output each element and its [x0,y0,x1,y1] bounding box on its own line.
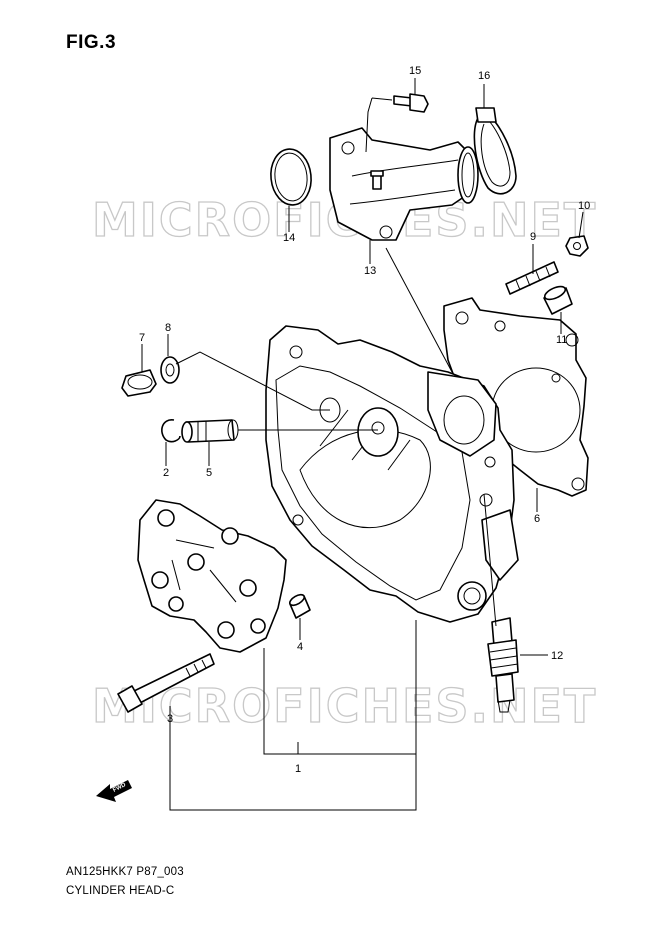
callout-10: 10 [578,200,590,212]
washer-part-8 [160,356,180,384]
callout-5: 5 [206,467,212,479]
intake-pipe-part-13 [329,127,479,241]
callout-3: 3 [167,713,173,725]
cylinder-head-part-1 [265,325,519,623]
bolt-part-15 [393,93,429,113]
spark-plug-part-12 [487,617,519,713]
callout-1: 1 [295,763,301,775]
leader-lines [141,78,584,811]
hose-clamp-part-16 [473,107,517,195]
nut-part-10 [565,235,589,257]
callout-4: 4 [297,641,303,653]
callout-labels: 15 16 10 9 11 14 13 7 8 2 5 6 4 12 3 1 [139,65,590,775]
callout-13: 13 [364,265,376,277]
dowel-pin-part-4 [288,593,311,619]
bolt-part-3 [117,653,215,713]
callout-2: 2 [163,467,169,479]
cap-part-7 [121,369,157,397]
fwd-arrow-icon: FWD [96,780,132,802]
callout-7: 7 [139,332,145,344]
callout-6: 6 [534,513,540,525]
callout-16: 16 [478,70,490,82]
camshaft-holder [137,499,287,653]
callout-12: 12 [551,650,563,662]
stud-bolt-part-9 [505,261,559,295]
dowel-pin-part-11 [543,285,573,315]
figure-title: FIG.3 [66,32,117,53]
pin-part-5 [181,419,239,443]
figure-name: CYLINDER HEAD-C [66,885,175,897]
circlip-part-2 [161,419,181,443]
o-ring-part-14 [270,148,312,206]
figure-code: AN125HKK7 P87_003 [66,866,184,878]
callout-8: 8 [165,322,171,334]
callout-14: 14 [283,232,295,244]
callout-15: 15 [409,65,421,77]
callout-11: 11 [556,334,567,346]
callout-9: 9 [530,231,536,243]
